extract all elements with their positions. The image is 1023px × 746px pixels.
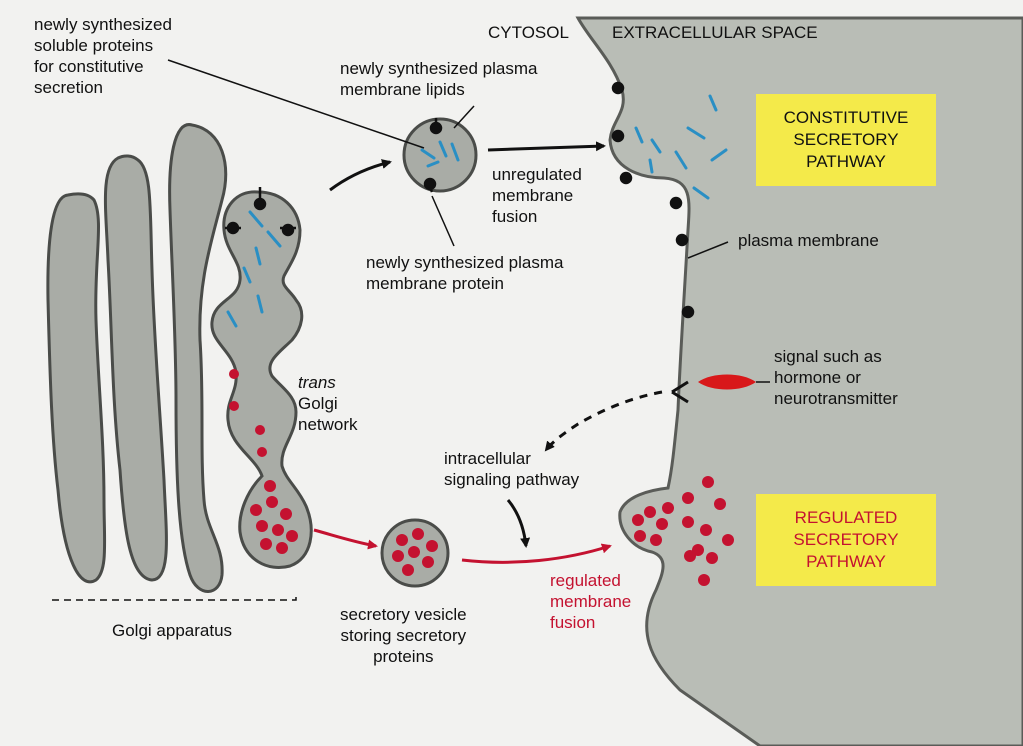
arrow-golgi-to-vesicle <box>329 159 392 192</box>
trans-golgi-network <box>210 190 313 569</box>
golgi-cisternae <box>46 123 313 593</box>
golgi-apparatus-bracket <box>52 592 297 601</box>
receptor <box>671 380 689 404</box>
label-golgi-apparatus: Golgi apparatus <box>112 621 233 640</box>
arrow-signaling-down <box>506 499 531 548</box>
label-unregulated-fusion: unregulated membrane fusion <box>492 165 582 226</box>
regulated-pathway-box: REGULATED SECRETORY PATHWAY <box>756 494 936 586</box>
label-regulated-fusion: regulated membrane fusion <box>550 571 632 632</box>
arrow-signal-inward <box>544 390 663 452</box>
golgi-cisterna-3 <box>168 123 228 593</box>
arrow-golgi-to-secretory-vesicle <box>313 528 378 550</box>
signal-molecule <box>698 374 756 390</box>
leader-lines <box>52 59 770 601</box>
black-arrows <box>329 141 663 548</box>
label-cytosol: CYTOSOL <box>488 23 569 42</box>
label-signal: signal such as hormone or neurotransmitt… <box>774 347 898 408</box>
constitutive-pathway-box: CONSTITUTIVE SECRETORY PATHWAY <box>756 94 936 186</box>
label-trans: trans <box>298 373 336 392</box>
label-extracellular-space: EXTRACELLULAR SPACE <box>612 23 818 42</box>
constitutive-vesicle <box>402 117 478 193</box>
secretory-granules <box>229 369 734 586</box>
arrow-vesicle-to-membrane <box>487 141 606 152</box>
label-membrane-protein: newly synthesized plasma membrane protei… <box>366 253 564 293</box>
label-soluble-proteins: newly synthesized soluble proteins for c… <box>34 15 172 97</box>
label-membrane-lipids: newly synthesized plasma membrane lipids <box>340 59 538 99</box>
golgi-cisterna-2 <box>103 154 168 582</box>
membrane-proteins <box>225 81 695 319</box>
label-intracellular-pathway: intracellular signaling pathway <box>444 449 580 489</box>
label-golgi-network: Golgi network <box>298 394 358 434</box>
soluble-proteins <box>226 94 728 328</box>
golgi-cisterna-1 <box>46 192 107 584</box>
label-plasma-membrane: plasma membrane <box>738 231 879 250</box>
label-secretory-vesicle: secretory vesicle storing secretory prot… <box>340 605 467 666</box>
red-arrows <box>313 528 612 564</box>
arrow-regulated-fusion <box>461 543 612 564</box>
